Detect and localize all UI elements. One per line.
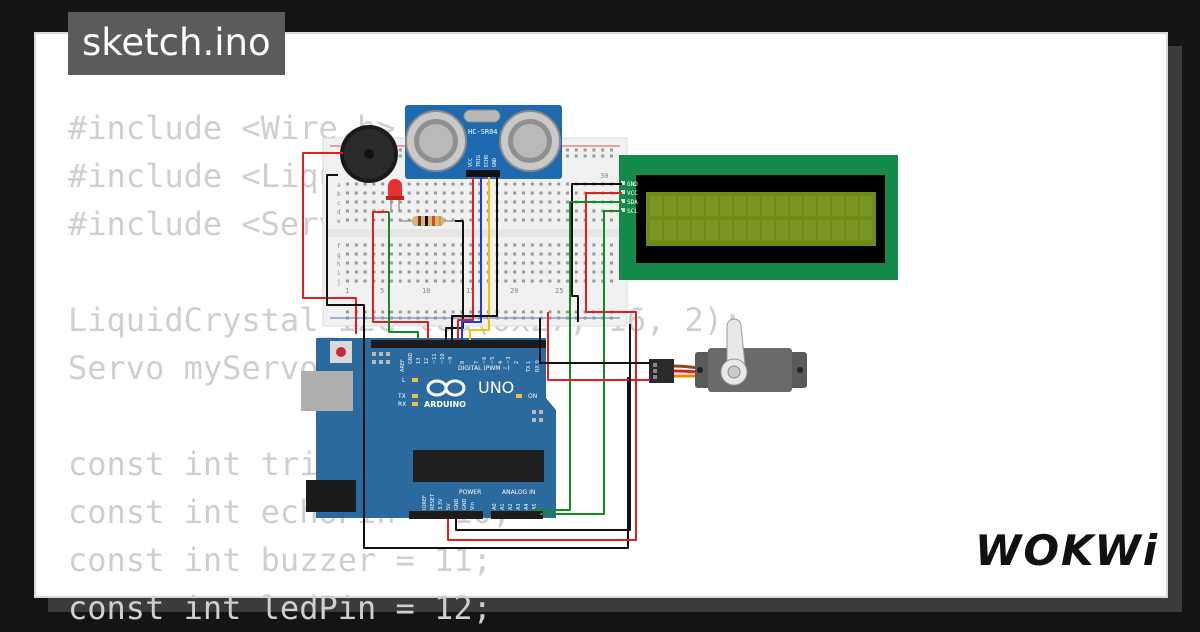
breadboard-number: 5 xyxy=(380,287,384,295)
power-label: POWER xyxy=(459,489,481,496)
arduino-pin-label: ~6 xyxy=(482,357,488,364)
wire-black xyxy=(539,340,650,364)
wire-black xyxy=(455,324,631,531)
breadboard-row-label: h xyxy=(337,261,341,268)
arduino-pin-label: GND xyxy=(462,498,468,510)
arduino-pin-label: A5 xyxy=(532,503,538,510)
buzzer[interactable] xyxy=(340,125,398,183)
arduino-pin-label: RX 0 xyxy=(535,360,541,372)
lcd-pin-label: SDA xyxy=(627,199,638,206)
ultrasonic-sensor[interactable]: HC-SR04 VCC TRIG ECHO GND xyxy=(405,105,562,179)
lcd-display[interactable]: GND VCC SDA SCL xyxy=(619,155,898,280)
project-title[interactable]: sketch.ino xyxy=(68,12,285,75)
tx-led-label: TX xyxy=(397,393,406,400)
breadboard-row-label: b xyxy=(337,191,341,198)
arduino-pin-label: RESET xyxy=(430,493,436,510)
breadboard-row-label: d xyxy=(337,209,341,216)
arduino-pin-label: ~9 xyxy=(448,357,454,364)
resistor[interactable] xyxy=(400,216,455,226)
arduino-pin-label: 4 xyxy=(498,361,504,364)
arduino-model: UNO xyxy=(478,378,514,397)
breadboard-row-label: i xyxy=(337,270,341,277)
arduino-pin-label: A1 xyxy=(500,503,506,510)
arduino-pin-label: ~11 xyxy=(432,353,438,364)
arduino-pin-label: IOREF xyxy=(422,495,428,510)
arduino-pin-label: ~5 xyxy=(490,357,496,364)
sensor-pin-label: VCC xyxy=(468,158,474,167)
wire-blue xyxy=(461,177,482,340)
breadboard-number: 25 xyxy=(555,287,563,295)
wire-black xyxy=(326,174,629,549)
sensor-pin-label: ECHO xyxy=(484,155,490,167)
wire-black xyxy=(571,183,622,322)
breadboard-row-label: j xyxy=(337,279,341,286)
wire-red xyxy=(372,211,429,340)
breadboard-number: 20 xyxy=(510,287,518,295)
arduino-pin-label: A2 xyxy=(508,503,514,510)
arduino-pin-label: 13 xyxy=(416,358,422,364)
lcd-cells xyxy=(650,196,872,240)
wire-black xyxy=(451,177,498,340)
arduino-pin-label: 3.3V xyxy=(438,498,444,510)
on-led-label: ON xyxy=(528,393,537,400)
lcd-pin-label: VCC xyxy=(627,190,638,197)
arduino-pin-label: 7 xyxy=(474,361,480,364)
lcd-pin-label: SCL xyxy=(627,208,638,215)
arduino-pin-label: TX 1 xyxy=(526,361,532,373)
sensor-label: HC-SR04 xyxy=(468,128,498,136)
wire-yellow xyxy=(469,177,490,340)
breadboard-row-label: f xyxy=(337,243,341,250)
rx-led-label: RX xyxy=(398,401,406,408)
breadboard-number: 30 xyxy=(600,172,608,180)
digital-label: DIGITAL (PWM ~) xyxy=(458,365,510,372)
wires xyxy=(302,152,650,549)
lcd-pin-label: GND xyxy=(627,181,638,188)
arduino-pin-label: A4 xyxy=(524,503,530,510)
wire-red xyxy=(302,152,357,334)
arduino-pin-label: A3 xyxy=(516,503,522,510)
breadboard-row-label: g xyxy=(337,252,341,259)
sensor-pin-label: GND xyxy=(492,158,498,167)
wire-red xyxy=(457,177,474,340)
sensor-pin-label: TRIG xyxy=(476,155,482,167)
arduino-board[interactable]: UNO ARDUINO DIGITAL (PWM ~) POWER ANALOG… xyxy=(301,338,556,519)
arduino-pin-label: GND xyxy=(408,352,414,364)
wire-green xyxy=(388,212,419,340)
arduino-pin-label: GND xyxy=(454,498,460,510)
arduino-pin-label: 5V xyxy=(446,503,452,510)
arduino-brand: ARDUINO xyxy=(424,400,466,409)
arduino-pin-label: 8 xyxy=(460,361,466,364)
wire-red xyxy=(547,340,650,381)
arduino-pin-label: Vin xyxy=(470,502,476,510)
wokwi-logo[interactable]: WOKWi xyxy=(975,526,1160,575)
arduino-pin-label: ~10 xyxy=(440,353,446,364)
arduino-pin-label: AREF xyxy=(400,359,406,372)
breadboard-row-label: e xyxy=(337,218,341,225)
arduino-pin-label: ~3 xyxy=(506,357,512,364)
arduino-pin-label: 12 xyxy=(424,358,430,364)
red-led[interactable] xyxy=(386,179,404,212)
analog-label: ANALOG IN xyxy=(502,489,535,496)
breadboard-number: 10 xyxy=(422,287,430,295)
breadboard-number: 1 xyxy=(345,287,349,295)
arduino-pin-label: A0 xyxy=(492,503,498,510)
breadboard-row-label: c xyxy=(337,200,341,207)
code-line: const int ledPin = 12; xyxy=(68,589,492,627)
breadboard-row-label: a xyxy=(337,182,341,189)
wire-green xyxy=(532,201,622,511)
breadboard-number: 15 xyxy=(466,287,474,295)
arduino-pin-label: 2 xyxy=(514,361,520,364)
l-led-label: L xyxy=(402,377,406,384)
servo-motor[interactable] xyxy=(649,318,807,392)
wire-red xyxy=(447,192,637,541)
